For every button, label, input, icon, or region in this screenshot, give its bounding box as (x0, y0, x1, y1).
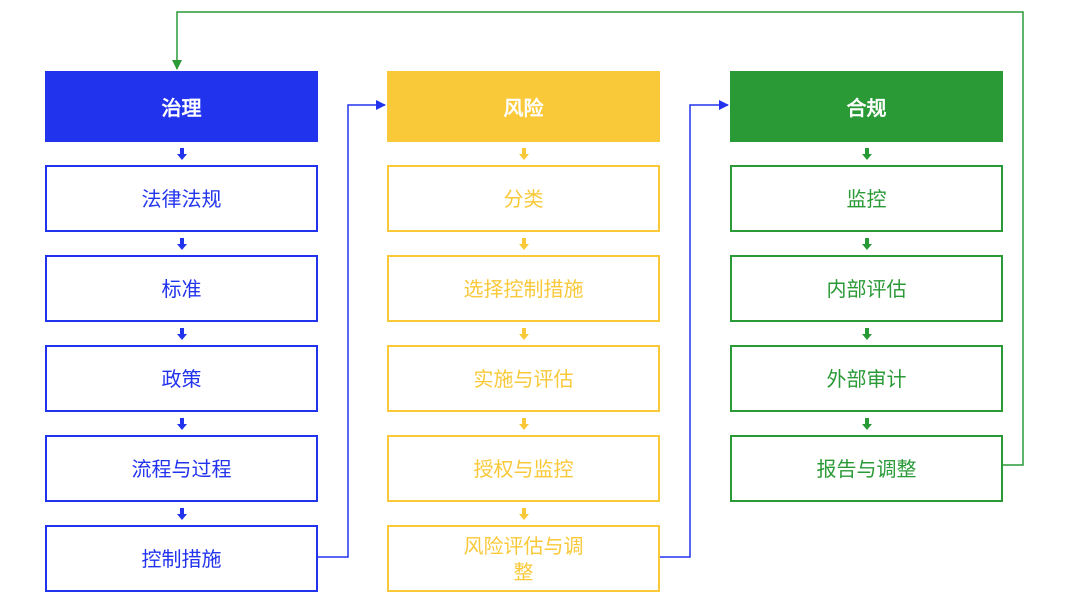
down-arrow-icon (45, 322, 318, 345)
compliance-step-monitoring: 监控 (730, 165, 1003, 232)
down-arrow-icon (45, 232, 318, 255)
risk-step-implement-assess: 实施与评估 (387, 345, 660, 412)
compliance-column: 合规 监控 内部评估 外部审计 报告与调整 (730, 71, 1003, 502)
down-arrow-icon (387, 502, 660, 525)
governance-header: 治理 (45, 71, 318, 142)
compliance-header: 合规 (730, 71, 1003, 142)
connector-risk-to-compliance (660, 100, 729, 558)
risk-step-assess-adjust: 风险评估与调整 (387, 525, 660, 592)
risk-step-select-controls: 选择控制措施 (387, 255, 660, 322)
down-arrow-icon (387, 142, 660, 165)
down-arrow-icon (387, 412, 660, 435)
risk-column: 风险 分类 选择控制措施 实施与评估 授权与监控 风险评估与调整 (387, 71, 660, 592)
risk-step-authorize-monitor: 授权与监控 (387, 435, 660, 502)
governance-step-controls: 控制措施 (45, 525, 318, 592)
down-arrow-icon (387, 322, 660, 345)
down-arrow-icon (730, 232, 1003, 255)
down-arrow-icon (45, 412, 318, 435)
risk-header: 风险 (387, 71, 660, 142)
governance-step-standards: 标准 (45, 255, 318, 322)
governance-step-policies: 政策 (45, 345, 318, 412)
connector-governance-to-risk (318, 100, 386, 558)
down-arrow-icon (45, 502, 318, 525)
compliance-step-internal-assessment: 内部评估 (730, 255, 1003, 322)
governance-column: 治理 法律法规 标准 政策 流程与过程 控制措施 (45, 71, 318, 592)
down-arrow-icon (387, 232, 660, 255)
governance-step-processes: 流程与过程 (45, 435, 318, 502)
down-arrow-icon (730, 322, 1003, 345)
risk-step-classification: 分类 (387, 165, 660, 232)
down-arrow-icon (45, 142, 318, 165)
down-arrow-icon (730, 142, 1003, 165)
down-arrow-icon (730, 412, 1003, 435)
connector-compliance-to-governance (172, 11, 1024, 466)
governance-step-laws: 法律法规 (45, 165, 318, 232)
compliance-step-external-audit: 外部审计 (730, 345, 1003, 412)
compliance-step-report-adjust: 报告与调整 (730, 435, 1003, 502)
